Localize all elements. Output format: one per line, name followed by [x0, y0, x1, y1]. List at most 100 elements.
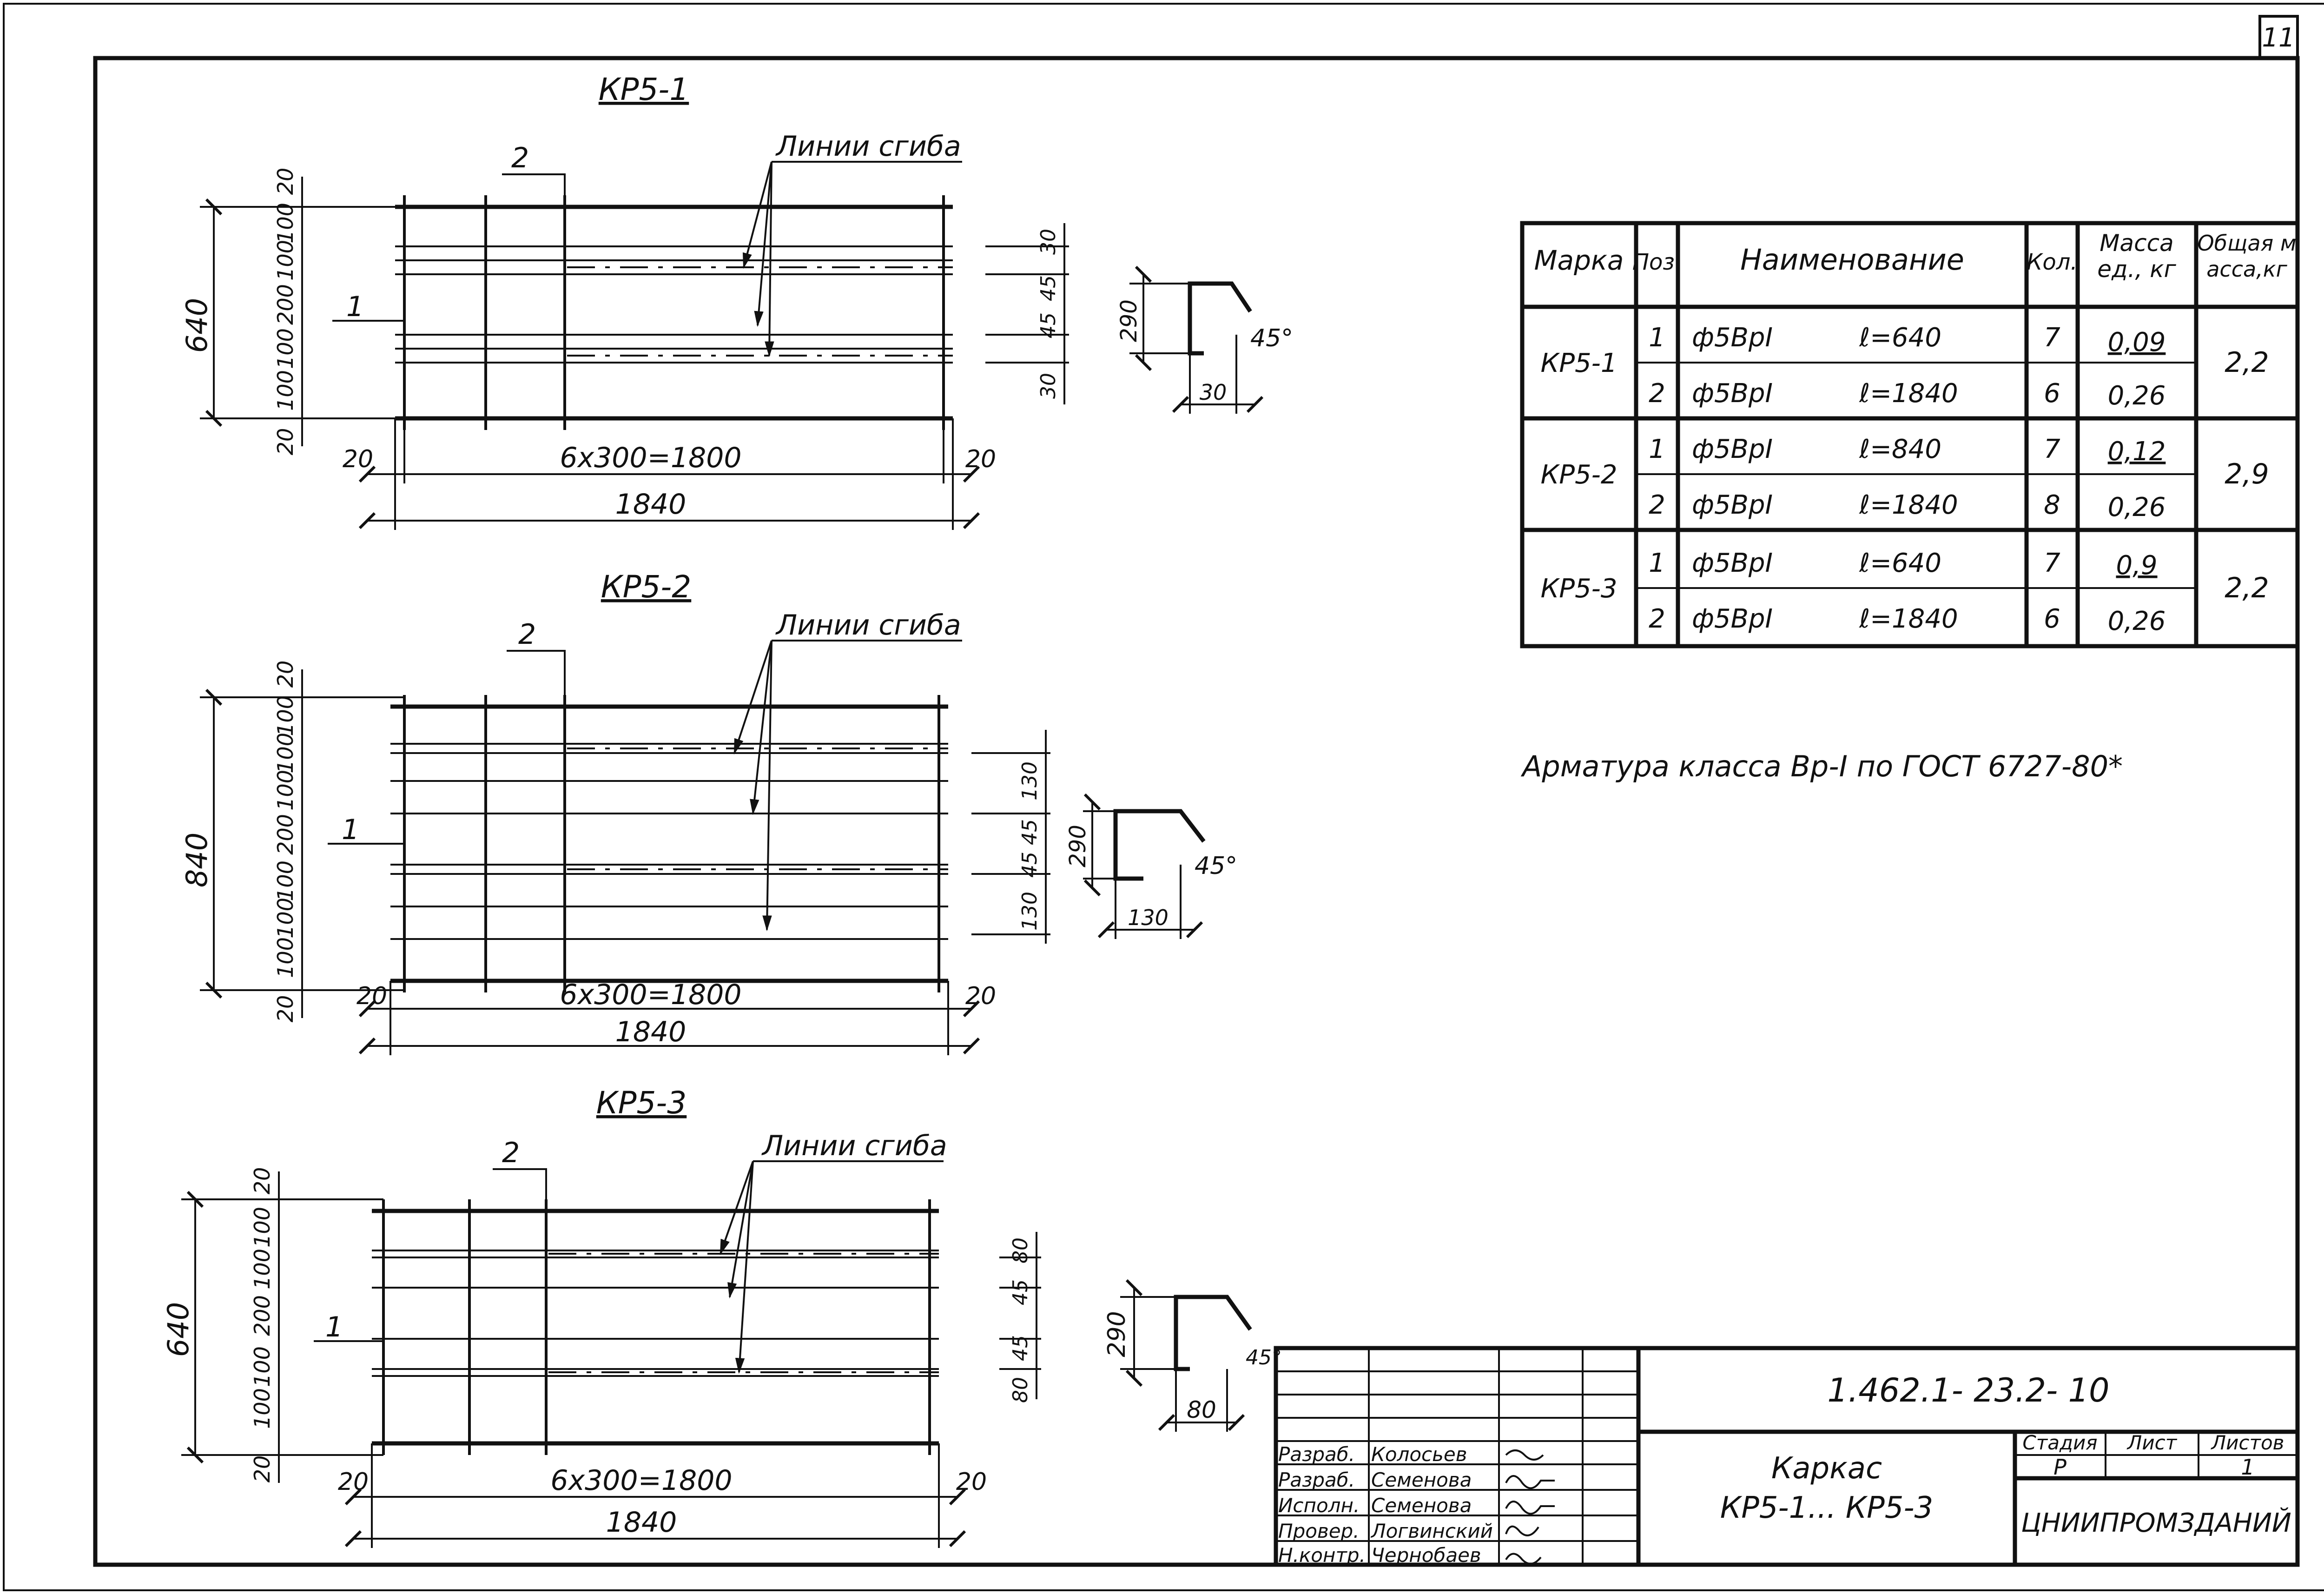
right-dim-labels: 30 45 45 30 [1037, 229, 1060, 399]
svg-text:100: 100 [273, 240, 298, 281]
svg-text:1: 1 [342, 814, 359, 846]
table-total: 2,2 [2225, 346, 2269, 379]
sheet-header: Лист [2126, 1431, 2178, 1454]
pos-label-2: 2 [511, 142, 529, 174]
svg-text:8: 8 [2044, 490, 2060, 520]
sheets-header: Листов [2211, 1431, 2284, 1454]
svg-text:0,9: 0,9 [2116, 550, 2157, 581]
svg-text:2: 2 [518, 618, 536, 651]
drawing-kr5-3: КР5-3 1 2 Линии сгиба 640 20 100 100 [161, 1085, 1282, 1548]
sheets-value: 1 [2241, 1455, 2254, 1480]
rebar-class-note: Арматура класса Вр-I по ГОСТ 6727-80* [1520, 749, 2123, 783]
svg-text:ф5ВрI: ф5ВрI [1692, 323, 1773, 353]
svg-text:20: 20 [273, 428, 298, 456]
svg-text:Чернобаев: Чернобаев [1371, 1544, 1481, 1567]
svg-text:Линии сгиба: Линии сгиба [761, 1130, 947, 1162]
title-block: Разраб. Колосьев Разраб. Семенова Исполн… [1274, 1346, 2300, 1567]
svg-text:ф5ВрI: ф5ВрI [1692, 490, 1773, 520]
svg-text:290: 290 [1103, 1311, 1131, 1357]
svg-text:20: 20 [273, 168, 298, 195]
drawing-title: КР5-2 [601, 569, 691, 605]
svg-text:100: 100 [250, 1249, 275, 1290]
svg-text:20: 20 [956, 1468, 987, 1496]
svg-text:640: 640 [161, 1302, 195, 1357]
signature-marks [1505, 1449, 1555, 1565]
drawing-title: КР5-1 [599, 72, 689, 107]
table-mark: КР5-3 [1541, 574, 1618, 604]
left-dim-labels: 20 100 100 100 200 100 100 100 20 [273, 661, 298, 1023]
svg-text:Разраб.: Разраб. [1278, 1443, 1355, 1466]
table-header-qty: Кол. [2027, 249, 2077, 275]
svg-text:1: 1 [325, 1311, 343, 1343]
svg-text:Исполн.: Исполн. [1278, 1494, 1360, 1517]
inner-frame [93, 56, 2300, 1567]
svg-text:100: 100 [273, 733, 298, 774]
svg-text:0,26: 0,26 [2108, 492, 2166, 523]
svg-text:Логвинский: Логвинский [1370, 1520, 1493, 1542]
svg-text:ℓ=640: ℓ=640 [1859, 548, 1941, 578]
svg-text:6: 6 [2044, 604, 2060, 634]
document-code: 1.462.1- 23.2- 10 [1827, 1371, 2109, 1409]
svg-text:130: 130 [1128, 905, 1169, 930]
sheet-number-box [2258, 15, 2299, 60]
svg-text:200: 200 [273, 814, 298, 855]
organization: ЦНИИПРОМЗДАНИЙ [2021, 1508, 2291, 1538]
spec-table: Марка Поз. Наименование Кол. Масса ед., … [1520, 221, 2300, 648]
svg-text:ℓ=840: ℓ=840 [1859, 434, 1941, 464]
svg-text:30: 30 [1200, 380, 1227, 405]
svg-text:290: 290 [1065, 825, 1091, 867]
table-header-mark: Марка [1534, 245, 1624, 276]
bend-lines-label: Линии сгиба [775, 130, 961, 163]
svg-text:Колосьев: Колосьев [1371, 1443, 1467, 1466]
svg-text:0,26: 0,26 [2108, 381, 2166, 411]
table-total: 2,2 [2225, 572, 2269, 604]
svg-text:Н.контр.: Н.контр. [1278, 1544, 1366, 1567]
svg-text:45: 45 [1009, 1335, 1032, 1361]
svg-text:2: 2 [1649, 490, 1665, 520]
svg-text:45: 45 [1037, 275, 1060, 301]
svg-text:45°: 45° [1195, 852, 1237, 880]
svg-text:20: 20 [250, 1167, 275, 1195]
svg-text:6: 6 [2044, 378, 2060, 409]
svg-text:80: 80 [1009, 1237, 1032, 1263]
svg-text:130: 130 [1018, 892, 1042, 931]
svg-text:840: 840 [180, 833, 214, 887]
title-line-2: КР5-1... КР5-3 [1720, 1491, 1934, 1525]
svg-text:6x300=1800: 6x300=1800 [550, 1464, 732, 1497]
svg-text:100: 100 [250, 1388, 275, 1429]
svg-text:Семенова: Семенова [1371, 1468, 1472, 1491]
drawing-kr5-2: КР5-2 1 2 Линии сгиба 840 20 100 [180, 569, 1237, 1055]
table-mark: КР5-1 [1541, 348, 1618, 378]
svg-text:290: 290 [1116, 299, 1142, 342]
height-dim: 640 [180, 298, 214, 353]
sheet-number: 11 [2262, 23, 2295, 53]
svg-text:45°: 45° [1250, 324, 1293, 352]
svg-text:ℓ=1840: ℓ=1840 [1859, 604, 1958, 634]
table-header-total-mass: Общая масса,кг [2197, 231, 2297, 282]
svg-text:7: 7 [2044, 434, 2060, 464]
svg-text:1840: 1840 [606, 1506, 677, 1539]
svg-text:200: 200 [273, 284, 298, 325]
svg-text:130: 130 [1018, 761, 1042, 800]
svg-text:45: 45 [1009, 1279, 1032, 1305]
table-header-name: Наименование [1740, 243, 1964, 277]
svg-text:Разраб.: Разраб. [1278, 1468, 1355, 1491]
svg-text:6x300=1800: 6x300=1800 [560, 979, 741, 1011]
svg-text:30: 30 [1037, 229, 1060, 255]
outer-frame [3, 3, 2324, 1591]
right-dim-labels: 130 45 45 130 [1018, 761, 1042, 931]
svg-text:ℓ=640: ℓ=640 [1859, 323, 1941, 353]
svg-text:100: 100 [273, 203, 298, 244]
svg-text:100: 100 [273, 770, 298, 811]
svg-text:20: 20 [273, 995, 298, 1023]
table-header-pos: Поз. [1632, 249, 1682, 275]
svg-text:80: 80 [1009, 1377, 1032, 1403]
svg-text:100: 100 [273, 370, 298, 411]
left-dim-labels: 20 100 100 200 100 100 20 [273, 168, 298, 456]
svg-text:ℓ=1840: ℓ=1840 [1859, 378, 1958, 409]
svg-text:100: 100 [273, 860, 298, 901]
svg-text:200: 200 [250, 1295, 275, 1336]
bottom-dim-middle: 6x300=1800 [560, 442, 741, 474]
svg-text:20: 20 [250, 1455, 275, 1483]
